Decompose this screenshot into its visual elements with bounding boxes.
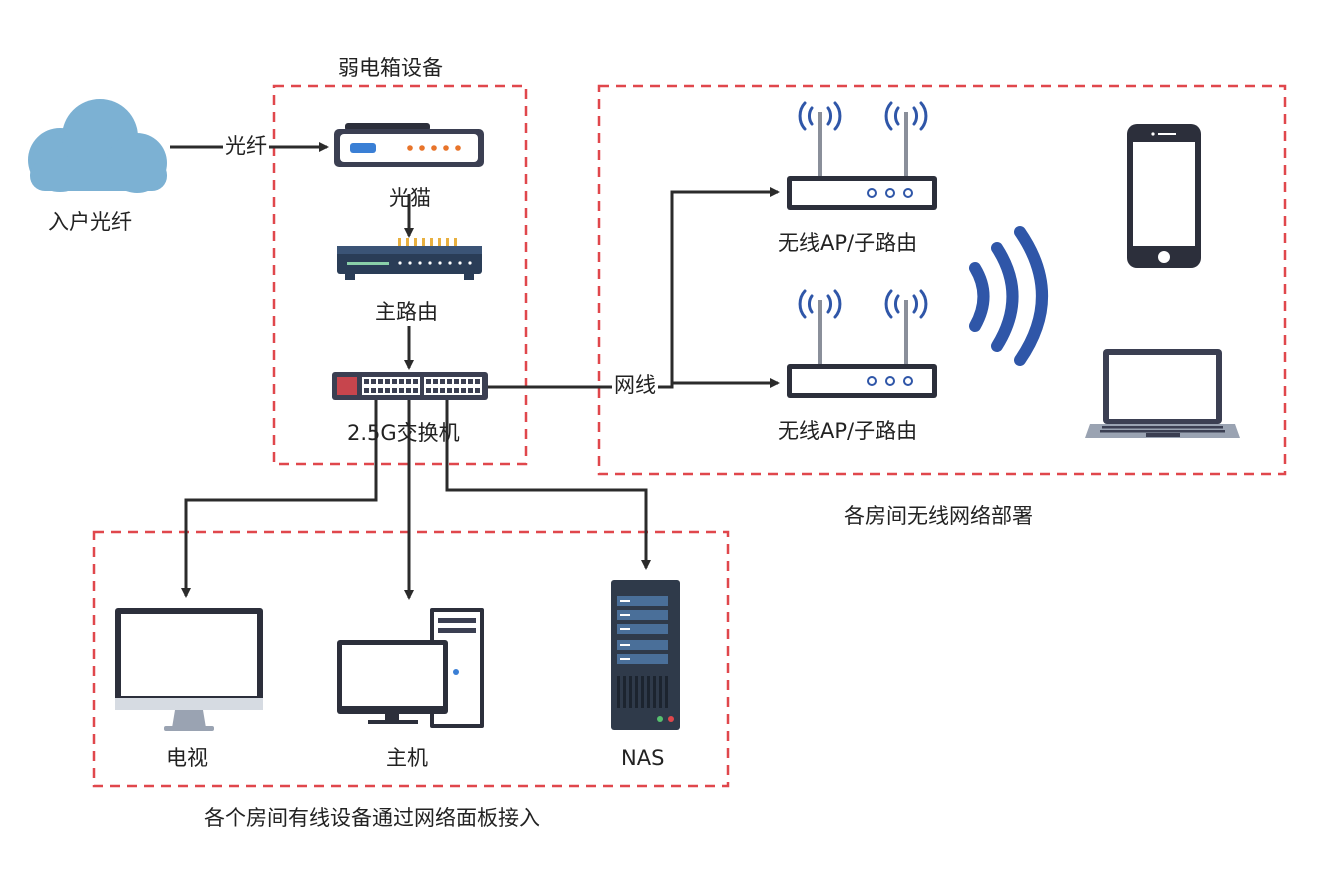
node-label-switch: 2.5G交换机 (347, 421, 460, 445)
modem-icon (334, 123, 484, 167)
monitor-icon (115, 608, 263, 731)
edge-switch-ap-top (488, 187, 780, 389)
node-label-ap-top: 无线AP/子路由 (778, 231, 918, 255)
group-title-wireless: 各房间无线网络部署 (844, 504, 1033, 528)
edge-label-cable: 网线 (612, 373, 658, 397)
router-icon (337, 238, 482, 280)
edge-switch-nas (445, 400, 651, 570)
laptop-icon (1085, 349, 1240, 438)
group-wireless (597, 84, 1287, 476)
group-wired (92, 530, 730, 788)
node-label-main-router: 主路由 (375, 300, 438, 324)
group-title-box-equipment: 弱电箱设备 (338, 56, 443, 80)
node-label-modem: 光猫 (389, 186, 431, 210)
desktop-pc-icon (337, 608, 484, 728)
smartphone-icon (1127, 124, 1201, 268)
edges (170, 142, 780, 600)
access-point-icon (787, 289, 937, 398)
group-title-wired: 各个房间有线设备通过网络面板接入 (204, 806, 540, 830)
node-label-nas: NAS (621, 746, 665, 770)
node-label-pc: 主机 (386, 746, 428, 770)
nas-server-icon (611, 580, 680, 730)
edge-label-fiber: 光纤 (223, 134, 269, 158)
edge-switch-tv (181, 400, 378, 598)
node-label-tv: 电视 (166, 746, 208, 770)
node-label-ap-bottom: 无线AP/子路由 (778, 419, 918, 443)
switch-icon (332, 372, 488, 400)
node-label-isp-fiber: 入户光纤 (48, 210, 132, 234)
wifi-waves-icon (969, 226, 1048, 366)
cloud-icon (28, 99, 167, 193)
group-box-equipment (272, 84, 528, 466)
access-point-icon (787, 101, 937, 210)
